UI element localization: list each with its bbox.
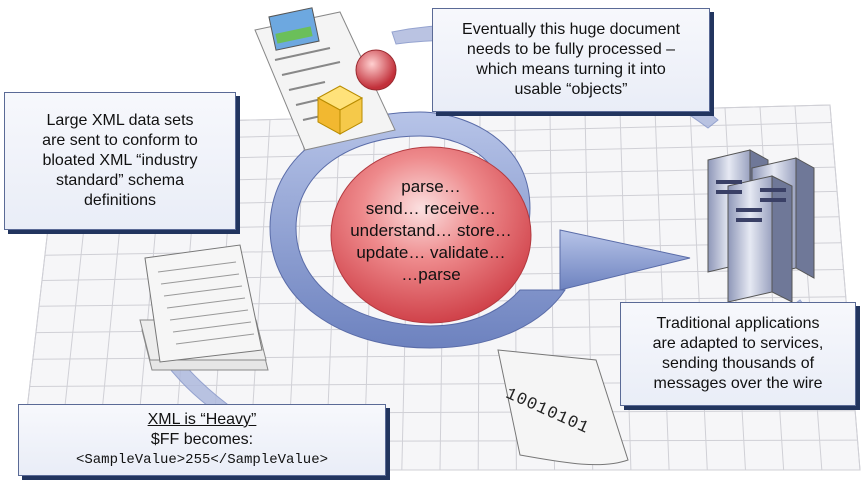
server-stack-icon	[707, 149, 815, 303]
callout-traditional-apps: Traditional applications are adapted to …	[620, 302, 856, 406]
paper-stack-icon	[139, 244, 269, 371]
callout-large-xml: Large XML data sets are sent to conform …	[4, 92, 236, 230]
callout-line: standard” schema	[55, 172, 185, 189]
cycle-steps: parse… send… receive… understand… store……	[346, 176, 516, 286]
callout-line: which means turning it into	[476, 61, 666, 78]
callout-line: messages over the wire	[653, 375, 823, 392]
cycle-step: …parse	[401, 265, 461, 284]
callout-huge-document: Eventually this huge document needs to b…	[432, 8, 710, 112]
cycle-step: send… receive…	[365, 199, 497, 218]
callout-title: XML is “Heavy”	[147, 411, 257, 428]
callout-line: needs to be fully processed –	[466, 41, 676, 58]
document-icon-top	[254, 7, 397, 151]
callout-line: usable “objects”	[514, 81, 628, 98]
callout-line: $FF becomes:	[150, 431, 254, 448]
cycle-step: parse…	[401, 177, 461, 196]
callout-xml-heavy: XML is “Heavy” $FF becomes: <SampleValue…	[18, 404, 386, 476]
callout-line: are adapted to services,	[652, 335, 824, 352]
code-sample: <SampleValue>255</SampleValue>	[75, 452, 329, 468]
callout-line: Large XML data sets	[46, 112, 194, 129]
callout-line: Eventually this huge document	[462, 21, 680, 38]
callout-line: sending thousands of	[661, 355, 815, 372]
callout-line: are sent to conform to	[42, 132, 198, 149]
cycle-step: understand… store…	[350, 221, 512, 240]
callout-line: bloated XML “industry	[42, 152, 198, 169]
callout-line: Traditional applications	[656, 315, 820, 332]
binary-paper-icon	[497, 349, 629, 466]
callout-line: definitions	[83, 192, 157, 209]
cycle-step: update… validate…	[356, 243, 506, 262]
